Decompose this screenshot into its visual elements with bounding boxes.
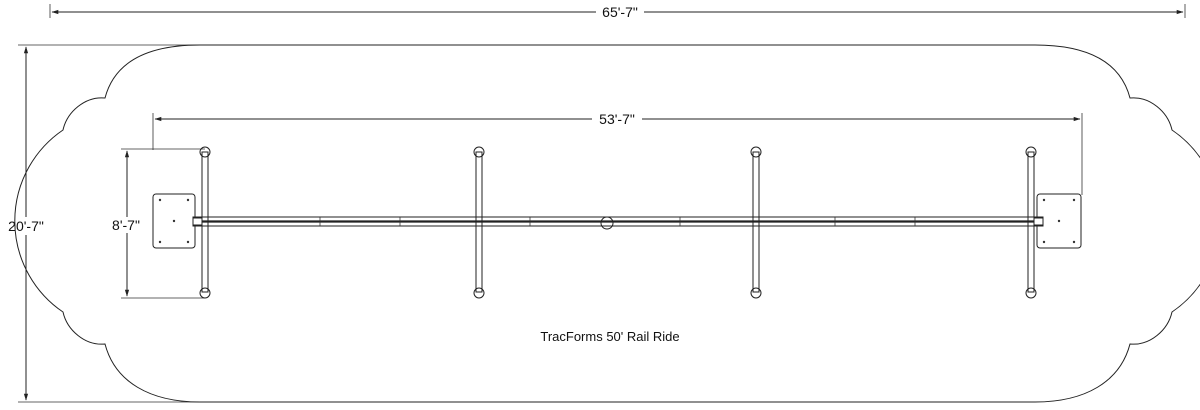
- right-end-platform: [1036, 193, 1082, 249]
- main-rail: [192, 216, 1044, 227]
- support-post-3: [750, 146, 762, 299]
- support-post-2: [473, 146, 485, 299]
- support-post-4: [1025, 146, 1037, 299]
- rail-length-label: 53'-7": [599, 111, 635, 127]
- overall-width-label: 20'-7": [8, 218, 44, 234]
- overall-length-label: 65'-7": [602, 4, 638, 20]
- rail-trolley: [600, 216, 614, 230]
- safety-surface-outline: [14, 44, 1200, 403]
- rail-length-dimension: 53'-7": [152, 111, 1083, 195]
- drawing-title: TracForms 50' Rail Ride: [540, 329, 679, 344]
- post-span-label: 8'-7": [112, 217, 140, 233]
- overall-width-dimension: 20'-7": [2, 44, 200, 403]
- overall-length-dimension: 65'-7": [49, 4, 1186, 20]
- left-end-platform: [152, 193, 196, 249]
- post-span-dimension: 8'-7": [105, 148, 205, 299]
- support-post-1: [199, 146, 211, 299]
